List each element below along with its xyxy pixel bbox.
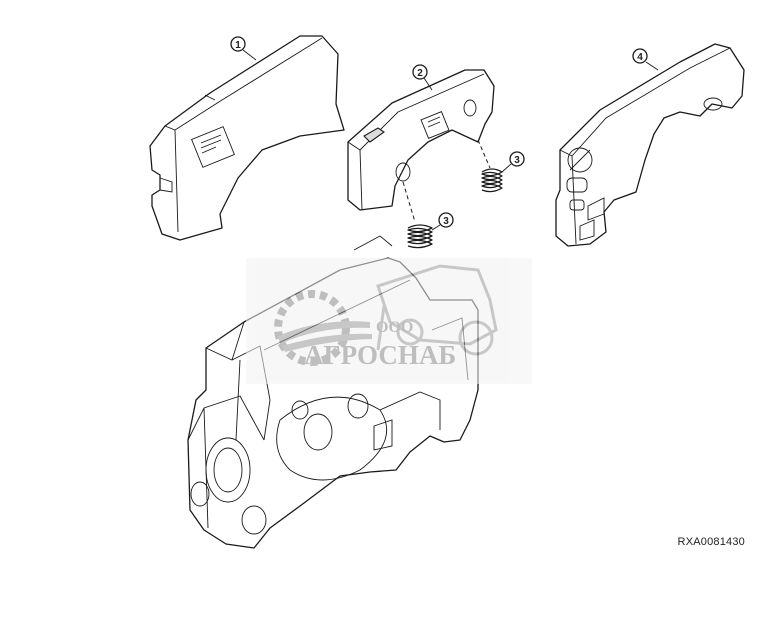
watermark-harvester-icon (376, 264, 498, 356)
weight-part-2 (347, 69, 495, 211)
callout-3a-circle (438, 212, 454, 228)
weight-part-1 (149, 35, 345, 241)
callout-4-leader (645, 61, 659, 71)
callout-2-label: 2 (417, 68, 423, 79)
callout-3b-label: 3 (514, 155, 520, 166)
watermark: ООО АГРОСНАБ (246, 258, 532, 384)
weight-part-4 (555, 43, 745, 247)
callout-2-circle (412, 64, 428, 80)
watermark-company-prefix: ООО (376, 319, 413, 336)
watermark-company-name: АГРОСНАБ (304, 340, 456, 370)
callout-3b-circle (509, 151, 525, 167)
watermark-gear-logo (274, 290, 372, 366)
callout-1-label: 1 (235, 40, 241, 51)
callout-4-label: 4 (637, 52, 643, 63)
callout-3a-leader (431, 224, 441, 231)
callout-4-circle (632, 48, 648, 64)
callout-3b-leader (501, 163, 512, 173)
spring-right (477, 139, 503, 193)
callout-2-leader (423, 77, 433, 91)
callout-1-circle (230, 36, 246, 52)
callout-3a-label: 3 (443, 216, 449, 227)
callout-1-leader (242, 49, 257, 61)
reference-code: RXA0081430 (677, 536, 745, 548)
spring-left (402, 181, 433, 249)
